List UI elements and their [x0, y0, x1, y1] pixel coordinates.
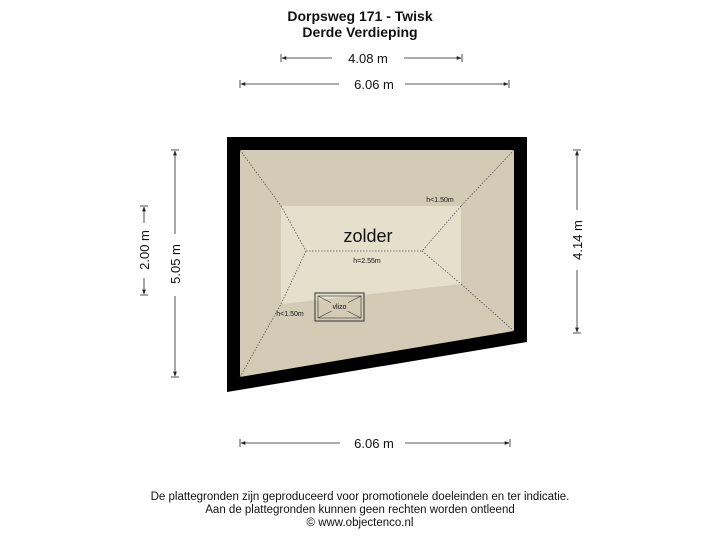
- dimension-top-outer: 6.06 m: [239, 77, 510, 92]
- copyright-link[interactable]: © www.objectenco.nl: [306, 517, 414, 529]
- dimension-bottom: 6.06 m: [239, 436, 511, 451]
- dimension-left-outer: 5.05 m: [168, 149, 183, 378]
- height-low-left-label: h<1.50m: [276, 311, 304, 318]
- hatch-label: vlizo: [332, 304, 346, 311]
- dimension-right: 4.14 m: [570, 149, 585, 334]
- dimension-top-outer-label: 6.06 m: [354, 77, 394, 92]
- dimension-top-inner: 4.08 m: [280, 51, 463, 66]
- dimension-left-inner-label: 2.00 m: [137, 230, 152, 270]
- roof-hatch: [314, 292, 365, 322]
- height-center-label: h=2.55m: [353, 258, 381, 265]
- dimension-top-inner-label: 4.08 m: [348, 51, 388, 66]
- plan-title: Dorpsweg 171 - Twisk: [287, 8, 433, 24]
- floor-subtitle: Derde Verdieping: [302, 24, 418, 40]
- dimension-left-outer-label: 5.05 m: [168, 244, 183, 284]
- roof-lines: [239, 149, 515, 378]
- dimension-bottom-label: 6.06 m: [354, 436, 394, 451]
- disclaimer-line-2: Aan de plattegronden kunnen geen rechten…: [205, 504, 515, 516]
- room-name: zolder: [343, 226, 392, 246]
- dimension-right-label: 4.14 m: [570, 220, 585, 260]
- height-low-right-label: h<1.50m: [426, 197, 454, 204]
- disclaimer-line-1: De plattegronden zijn geproduceerd voor …: [150, 491, 570, 503]
- dimension-left-inner: 2.00 m: [137, 205, 152, 296]
- flat-ceiling-area: [281, 206, 461, 304]
